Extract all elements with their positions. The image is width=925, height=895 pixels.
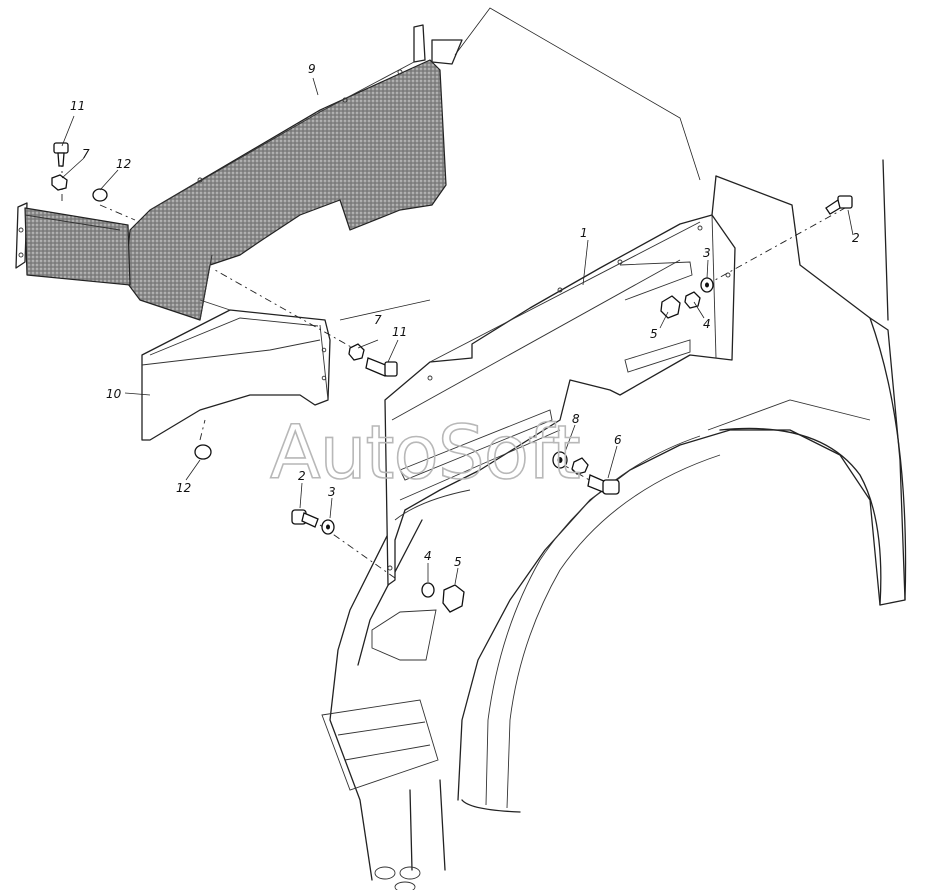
callout-3-upper: 3 bbox=[703, 246, 711, 260]
callout-10: 10 bbox=[106, 387, 122, 401]
callout-4-lower: 4 bbox=[424, 549, 432, 563]
bolt-6 bbox=[587, 474, 620, 495]
callout-11-mid: 11 bbox=[392, 325, 407, 339]
callout-5-lower: 5 bbox=[454, 555, 462, 569]
callout-leaders bbox=[61, 77, 854, 585]
callout-7-top: 7 bbox=[82, 147, 90, 161]
nut-7-mid bbox=[348, 343, 365, 361]
bolt-2-upper bbox=[825, 195, 853, 215]
nut-5-lower bbox=[442, 584, 465, 613]
callout-6: 6 bbox=[614, 433, 622, 447]
nut-8 bbox=[571, 457, 589, 475]
washer-12-low bbox=[194, 444, 212, 460]
nut-7-top bbox=[51, 174, 68, 191]
hardware bbox=[51, 142, 853, 613]
washer-12-top bbox=[92, 188, 108, 202]
nut-5-upper bbox=[660, 295, 681, 319]
callout-12-low: 12 bbox=[176, 481, 191, 495]
callout-7-mid: 7 bbox=[374, 313, 382, 327]
washer-4-lower bbox=[421, 582, 435, 598]
callout-8: 8 bbox=[572, 412, 580, 426]
callout-3-lower: 3 bbox=[328, 485, 336, 499]
part-10-deflector bbox=[141, 299, 331, 441]
callout-11-top: 11 bbox=[70, 99, 85, 113]
part-1-main-shield bbox=[384, 214, 736, 586]
callout-9: 9 bbox=[308, 62, 316, 76]
callout-labels: 1 2 2 3 3 4 4 5 5 6 7 7 8 9 10 11 11 12 … bbox=[70, 62, 860, 569]
bolt-11-top bbox=[53, 142, 69, 167]
part-left-bracket bbox=[15, 202, 131, 286]
bolt-2-lower bbox=[291, 509, 319, 528]
bolt-11-mid bbox=[365, 357, 398, 377]
callout-2-lower: 2 bbox=[298, 469, 306, 483]
callout-5-upper: 5 bbox=[650, 327, 658, 341]
callout-2-upper: 2 bbox=[852, 231, 860, 245]
nut-4-upper bbox=[684, 291, 701, 309]
callout-1: 1 bbox=[580, 226, 588, 240]
callout-4-upper: 4 bbox=[703, 317, 711, 331]
watermark-text: AutoSoft bbox=[270, 410, 580, 496]
callout-12-top: 12 bbox=[116, 157, 131, 171]
fender-body bbox=[321, 159, 907, 893]
part-9-upper-shield bbox=[124, 24, 463, 321]
